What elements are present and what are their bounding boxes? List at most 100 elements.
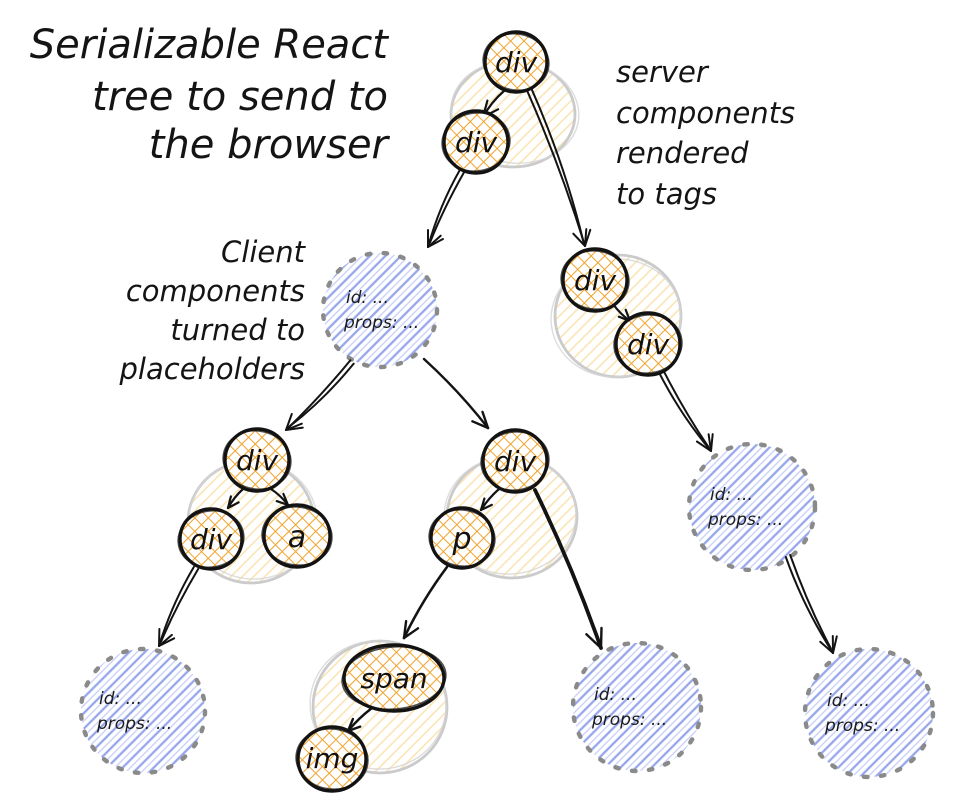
arrow-stroke xyxy=(422,357,490,430)
arrow-stroke xyxy=(402,627,420,640)
placeholder-circle xyxy=(78,646,208,776)
placeholder-right: id: ... props: ... xyxy=(686,441,818,573)
tag-node-client-paragraph: p xyxy=(428,506,496,570)
arrow-stroke xyxy=(479,503,493,512)
arrow-stroke xyxy=(275,500,290,507)
title-block: Serializable React tree to send to the b… xyxy=(30,22,391,168)
placeholder-props-text: props: ... xyxy=(343,313,419,333)
arrow-stroke xyxy=(585,633,603,650)
tag-node-client-span: span xyxy=(341,643,447,713)
note-line-3: rendered xyxy=(616,136,749,170)
arrow-stroke xyxy=(572,232,586,247)
arrow-stroke xyxy=(158,637,176,647)
node-sketch xyxy=(480,431,550,491)
arrow-stroke xyxy=(285,413,293,431)
node-circle xyxy=(223,427,291,493)
arrow-stroke xyxy=(784,556,834,654)
node-circle xyxy=(614,311,682,377)
title-line-3: the browser xyxy=(149,122,391,168)
tag-label: span xyxy=(360,662,427,695)
tag-label: div xyxy=(190,523,233,556)
placeholder-props-text: props: ... xyxy=(707,510,783,530)
tag-label: div xyxy=(494,445,537,478)
arrow-child-div-to-placeholder-center xyxy=(427,169,466,248)
note-line-2: components xyxy=(126,274,305,308)
placeholder-center: id: ... props: ... xyxy=(320,250,440,370)
arrow-stroke xyxy=(402,619,408,640)
arrow-stroke xyxy=(427,169,461,248)
node-circle xyxy=(429,506,495,570)
node-circle xyxy=(483,30,549,94)
tag-label: img xyxy=(306,742,359,775)
arrow-stroke xyxy=(658,373,712,452)
arrow-left-div-2-to-placeholder-bl xyxy=(158,565,200,647)
tree-arrows xyxy=(158,87,838,733)
tag-node-client-left-div: div xyxy=(222,427,292,493)
note-line-1: server xyxy=(616,55,710,89)
tag-label: div xyxy=(236,444,279,477)
tag-label: div xyxy=(627,328,670,361)
placeholder-nodes: id: ... props: ... id: ... props: ... id… xyxy=(78,250,936,780)
arrow-stroke xyxy=(402,565,449,640)
arrow-stroke xyxy=(346,717,355,733)
arrow-mid-div-to-paragraph xyxy=(479,487,501,512)
tag-label: a xyxy=(288,520,306,555)
placeholder-id-text: id: ... xyxy=(346,288,389,308)
node-sketch xyxy=(482,32,550,92)
node-sketch xyxy=(428,509,496,567)
node-circle xyxy=(342,643,446,713)
client-components-note: Client components turned to placeholders xyxy=(119,235,307,386)
arrow-stroke xyxy=(160,568,200,643)
note-line-4: placeholders xyxy=(119,352,305,386)
arrow-stroke xyxy=(285,426,304,431)
arrow-stroke xyxy=(819,640,834,654)
placeholder-circle xyxy=(686,441,818,573)
placeholder-circle xyxy=(802,646,936,780)
node-sketch xyxy=(222,430,292,490)
arrow-stroke xyxy=(533,488,603,650)
node-sketch xyxy=(177,509,245,569)
tag-label: div xyxy=(574,264,617,297)
arrow-stroke xyxy=(471,420,490,430)
arrow-stroke xyxy=(530,87,585,243)
placeholder-id-text: id: ... xyxy=(594,685,637,705)
arrow-stroke xyxy=(584,228,592,247)
server-components-note: server components rendered to tags xyxy=(616,55,795,211)
title-line-2: tree to send to xyxy=(92,74,388,120)
tag-node-client-mid-div: div xyxy=(480,428,550,494)
arrow-root-div-to-server-right-div xyxy=(525,87,592,247)
arrow-server-div-2-to-placeholder-right xyxy=(658,370,714,452)
node-sketch xyxy=(441,112,511,172)
arrow-stroke xyxy=(226,495,232,510)
arrow-placeholder-right-to-bottom-right xyxy=(784,553,838,654)
arrow-stroke xyxy=(710,433,714,452)
placeholder-props-text: props: ... xyxy=(824,716,900,736)
group-circle-span-img-sketch xyxy=(309,640,447,770)
tag-node-client-anchor: a xyxy=(261,503,333,569)
arrow-stroke xyxy=(429,170,466,244)
node-circle xyxy=(442,109,510,175)
node-sketch xyxy=(341,645,447,711)
arrow-stroke xyxy=(479,497,486,512)
placeholder-id-text: id: ... xyxy=(99,689,142,709)
note-line-2: components xyxy=(616,96,795,130)
node-circle xyxy=(178,507,244,571)
tag-node-root-div: div xyxy=(482,30,550,94)
arrow-stroke xyxy=(481,410,490,430)
tag-nodes: div div div div div div xyxy=(177,30,683,793)
arrow-stroke xyxy=(695,440,712,452)
arrow-left-div-to-left-div-2 xyxy=(226,487,245,510)
node-sketch xyxy=(261,506,333,566)
placeholder-props-text: props: ... xyxy=(96,714,172,734)
arrow-stroke xyxy=(427,238,444,248)
tag-node-server-right-div-2: div xyxy=(613,311,683,377)
tag-label: p xyxy=(451,522,471,557)
node-sketch xyxy=(613,314,683,374)
title-line-1: Serializable React xyxy=(30,22,390,68)
arrow-paragraph-to-span xyxy=(402,565,449,640)
node-circle xyxy=(296,725,368,793)
note-line-3: turned to xyxy=(170,313,305,347)
arrow-stroke xyxy=(663,370,710,448)
